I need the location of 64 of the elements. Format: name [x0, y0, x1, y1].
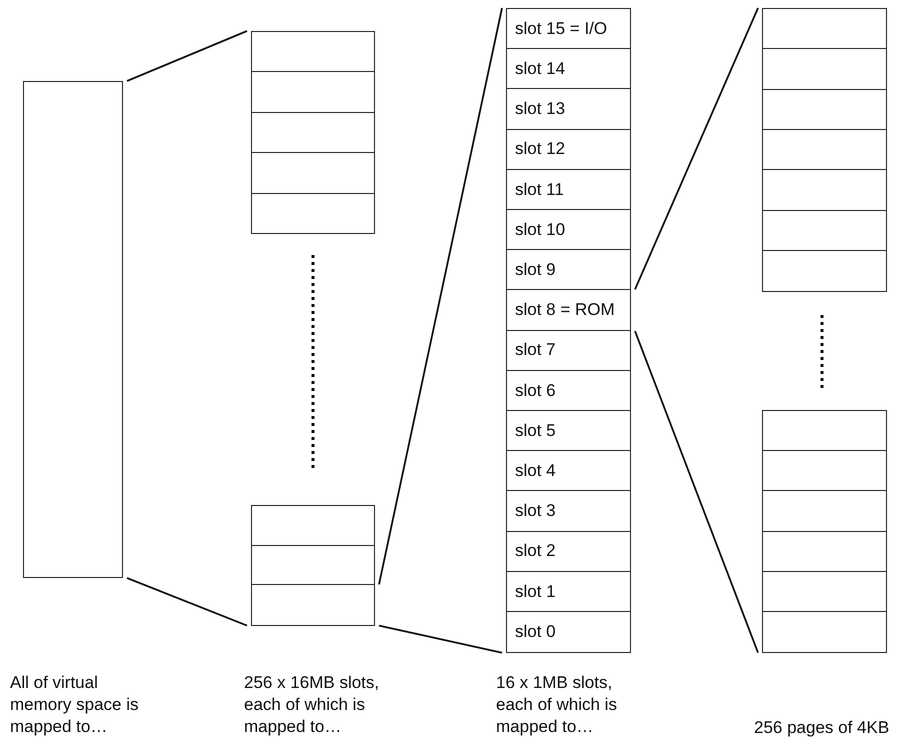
- slot-cell: [506, 450, 631, 492]
- memory-cell: [762, 48, 887, 90]
- memory-cell: [251, 31, 375, 73]
- slot-cell: [506, 410, 631, 452]
- slot-cell: [506, 570, 631, 612]
- slot-label: slot 7: [514, 340, 556, 360]
- memory-cell: [762, 530, 887, 572]
- caption: All of virtual memory space is mapped to…: [10, 672, 140, 738]
- slot-cell: [506, 490, 631, 532]
- zoom-line: [126, 30, 248, 82]
- slot-label: slot 0: [514, 622, 556, 642]
- memory-cell: [762, 128, 887, 171]
- slot-label: slot 15 = I/O: [514, 18, 608, 39]
- memory-cell: [762, 611, 887, 653]
- memory-cell: [251, 192, 375, 234]
- slot-cell: [506, 128, 631, 170]
- memory-cell: [762, 169, 887, 211]
- memory-cell: [762, 570, 887, 612]
- caption: 16 x 1MB slots, each of which is mapped to…: [496, 672, 618, 738]
- slot-cell: [506, 209, 631, 251]
- slot-cell: [506, 168, 631, 210]
- slot-cell: [506, 530, 631, 572]
- memory-cell: [251, 152, 375, 194]
- slot-cell: [506, 88, 631, 130]
- slot-label: slot 2: [514, 541, 556, 562]
- slot-cell: [506, 330, 631, 372]
- slot-label: slot 9: [514, 260, 556, 280]
- memory-cell: [251, 584, 375, 626]
- memory-space-box: [23, 81, 123, 578]
- memory-cell: [251, 112, 375, 154]
- slot-label: slot 3: [514, 501, 556, 522]
- slot-label: slot 14: [514, 59, 566, 80]
- memory-cell: [251, 71, 375, 114]
- memory-cell: [762, 250, 887, 292]
- slot-label: slot 8 = ROM: [514, 300, 615, 320]
- memory-cell: [251, 505, 375, 546]
- slot-cell: [506, 48, 631, 90]
- slot-cell: [506, 249, 631, 291]
- slot-label: slot 11: [514, 180, 564, 200]
- zoom-line: [634, 330, 759, 654]
- slot-cell: [506, 289, 631, 332]
- slot-label: slot 1: [514, 582, 556, 602]
- zoom-line: [126, 577, 248, 626]
- slot-label: slot 6: [514, 380, 556, 401]
- memory-cell: [762, 410, 887, 452]
- slot-label: slot 12: [514, 139, 566, 160]
- memory-cell: [762, 8, 887, 50]
- caption: 256 x 16MB slots, each of which is mapped to…: [244, 672, 380, 738]
- slot-label: slot 5: [514, 420, 556, 441]
- slot-cell: [506, 8, 631, 50]
- caption: 256 pages of 4KB: [754, 717, 890, 739]
- zoom-line: [378, 624, 502, 654]
- zoom-line: [634, 8, 759, 290]
- slot-cell: [506, 370, 631, 412]
- memory-cell: [762, 450, 887, 492]
- memory-cell: [762, 490, 887, 532]
- memory-cell: [762, 210, 887, 252]
- slot-label: slot 4: [514, 461, 556, 482]
- memory-cell: [762, 88, 887, 130]
- slot-label: slot 13: [514, 99, 566, 120]
- slot-cell: [506, 611, 631, 653]
- zoom-line: [378, 8, 503, 585]
- slot-label: slot 10: [514, 220, 566, 240]
- memory-cell: [251, 544, 375, 586]
